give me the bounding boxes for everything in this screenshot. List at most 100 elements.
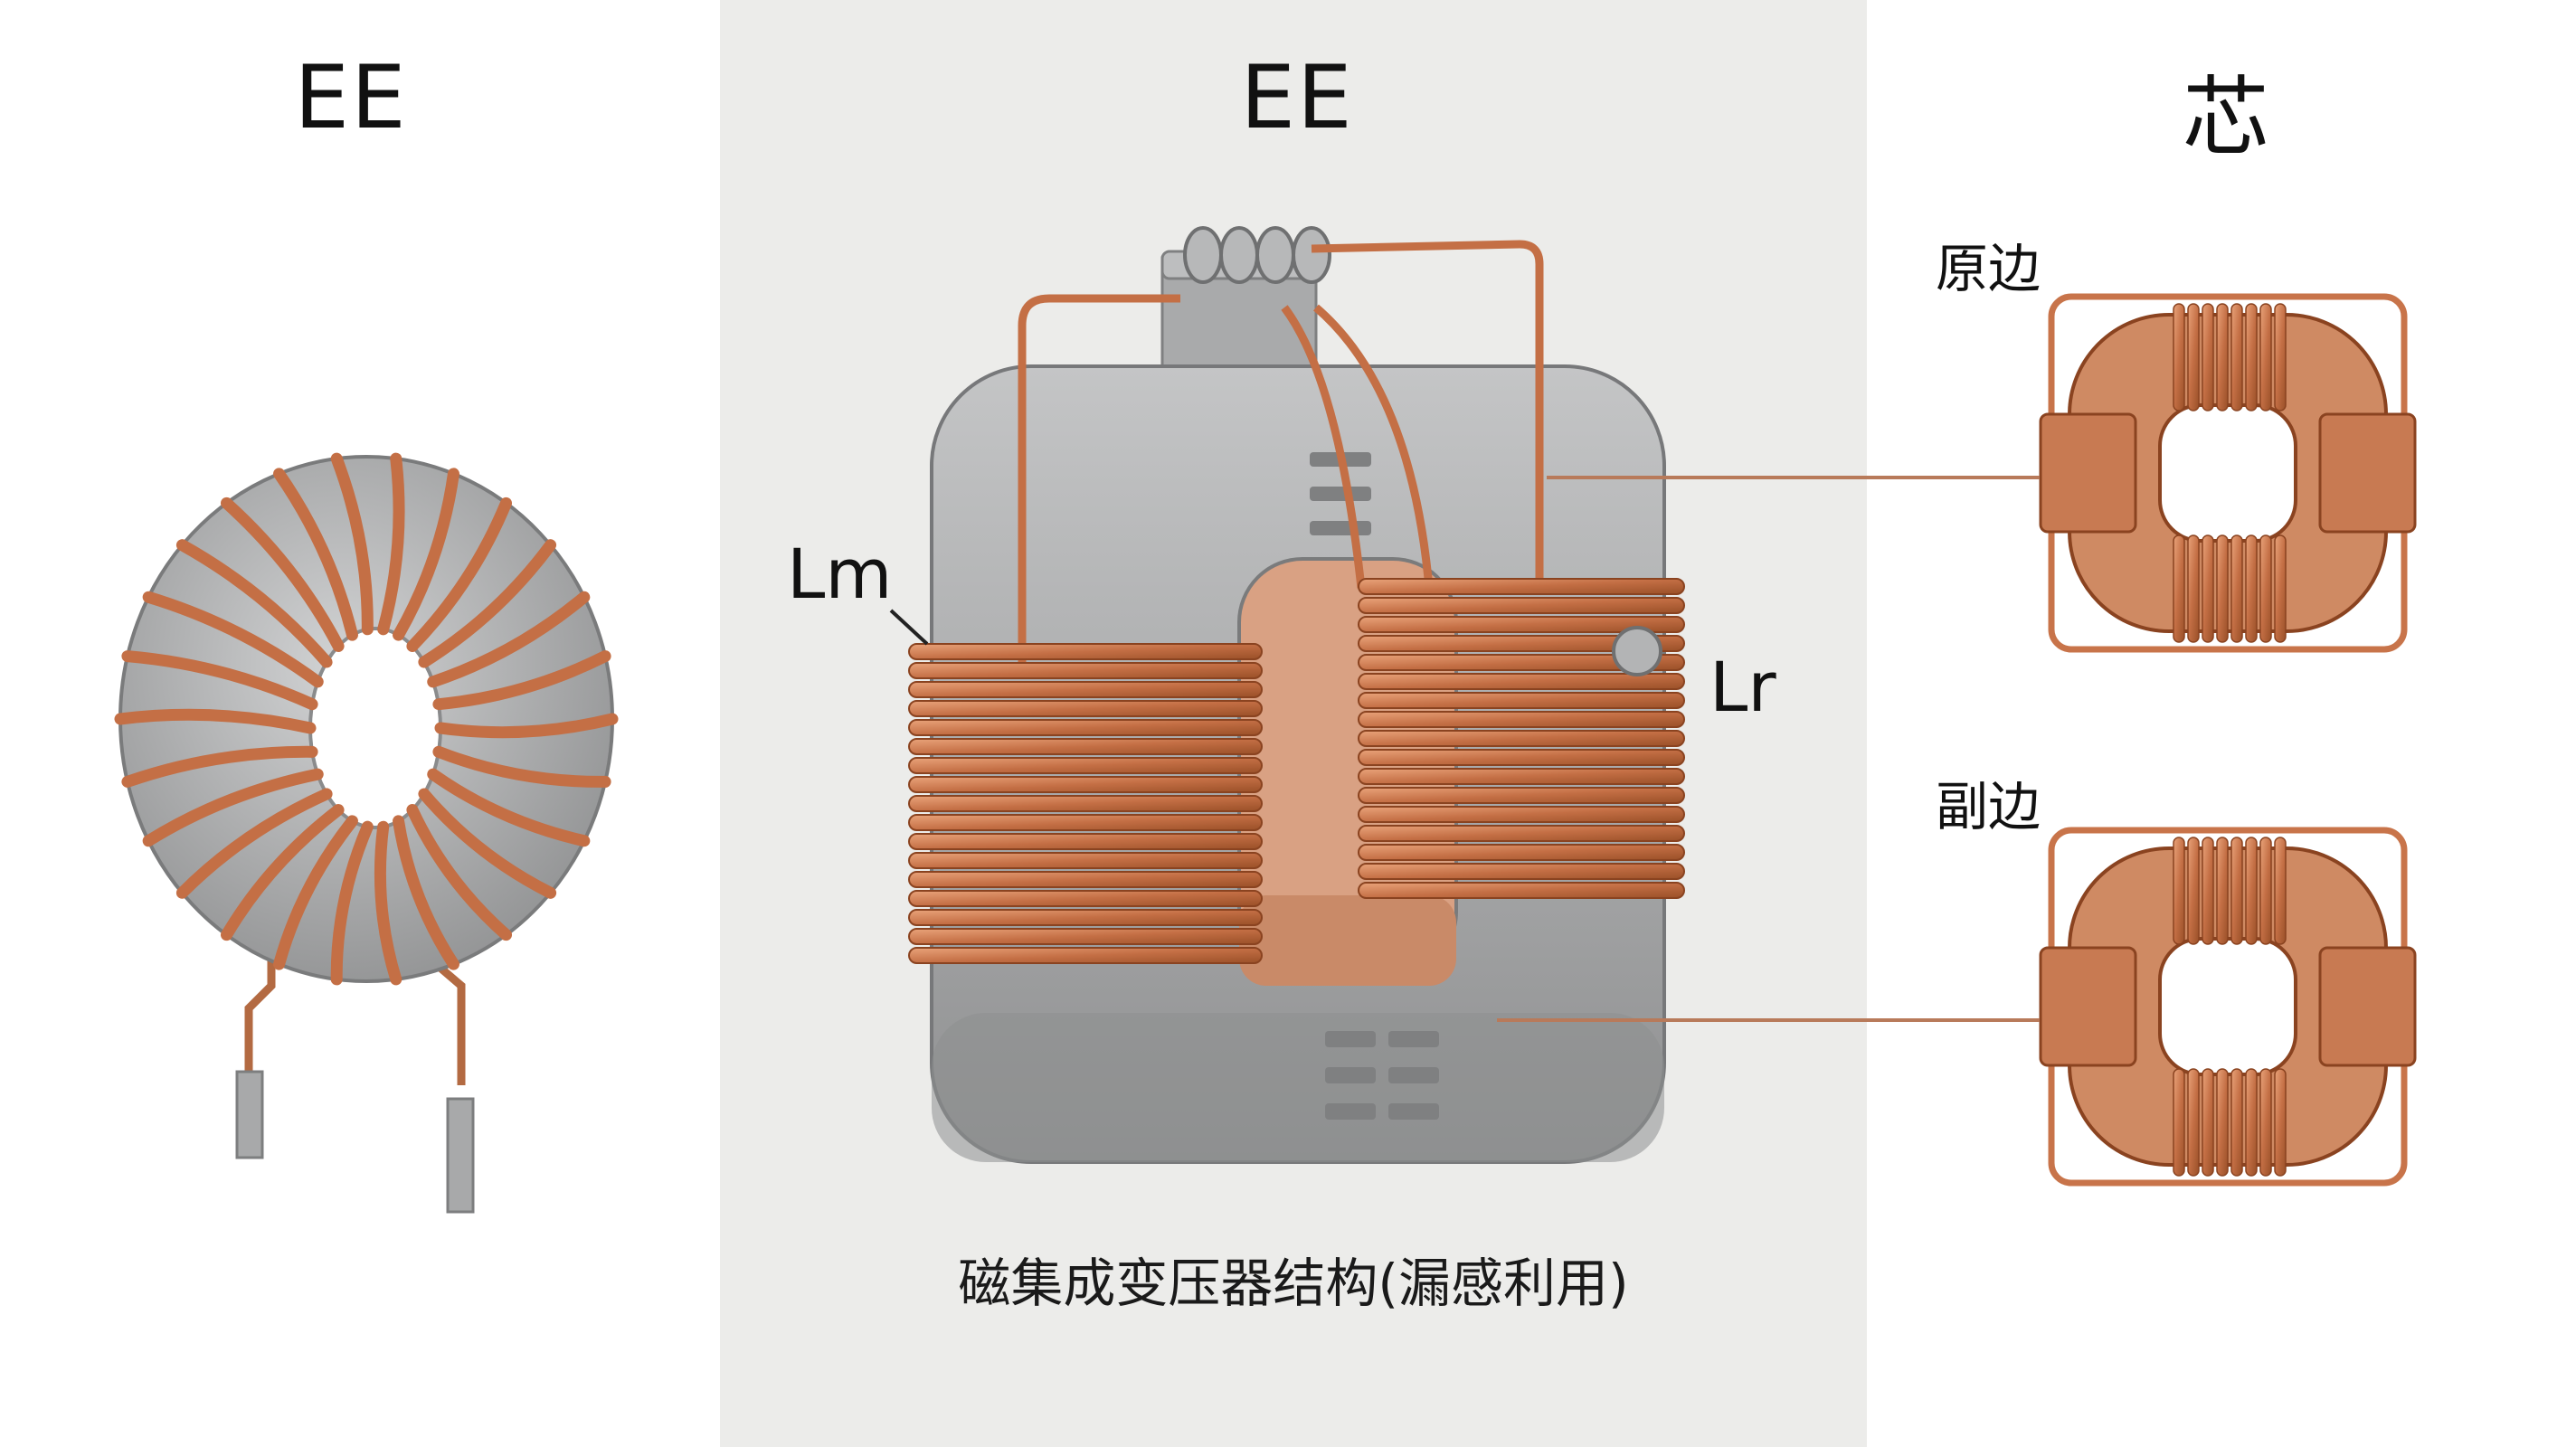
winding-turn [908, 681, 1263, 698]
core-turn-top [2202, 837, 2214, 945]
toroid-turn [393, 815, 459, 970]
winding-turn [908, 700, 1263, 717]
top-coil-turn [1255, 226, 1295, 284]
toroid-turn [427, 591, 591, 688]
toroid-turn [220, 804, 345, 941]
frame-wire-mid-a [1281, 305, 1366, 589]
toroid-turn [330, 820, 374, 986]
toroid-turn [427, 768, 591, 847]
toroid-turn [273, 468, 358, 641]
core-turn-bottom [2245, 534, 2258, 643]
winding-turn [908, 738, 1263, 755]
core-turn-top [2230, 303, 2243, 411]
winding-turn [908, 852, 1263, 869]
lm-label: Lm [787, 534, 893, 614]
winding-turn [1358, 692, 1685, 709]
core-turn-bottom [2173, 1068, 2185, 1177]
winding-turn [908, 909, 1263, 926]
toroid-pin-right [446, 1097, 475, 1214]
toroid-turn [406, 497, 513, 652]
winding-turn [1358, 882, 1685, 899]
winding-turn [1358, 749, 1685, 766]
secondary-core [2039, 827, 2417, 1187]
core-turn-top [2216, 303, 2229, 411]
winding-turn [1358, 711, 1685, 728]
core-turn-top [2230, 837, 2243, 945]
toroid-turn [377, 452, 405, 636]
core-turn-top [2187, 837, 2200, 945]
winding-turn [1358, 616, 1685, 633]
core-turn-bottom [2259, 1068, 2272, 1177]
core-turn-bottom [2274, 534, 2287, 643]
square-core-hole [2158, 403, 2297, 543]
transformer-core-side [932, 1013, 1664, 1162]
core-turn-top [2259, 837, 2272, 945]
square-core-hole [2158, 937, 2297, 1076]
winding-turn [908, 890, 1263, 907]
core-clamp-left [2039, 412, 2137, 534]
toroid-turn [175, 788, 333, 899]
core-turn-top [2274, 303, 2287, 411]
winding-turn [908, 776, 1263, 793]
top-coil-turn [1292, 226, 1331, 284]
winding-turn [1358, 787, 1685, 804]
core-turn-bottom [2216, 534, 2229, 643]
core-panel [1867, 0, 2576, 1447]
frame-wire-right [1311, 240, 1544, 592]
winding-turn [1358, 844, 1685, 861]
core-turn-bottom [2245, 1068, 2258, 1177]
core-turn-top [2274, 837, 2287, 945]
winding-turn [1358, 635, 1685, 652]
primary-core [2039, 293, 2417, 653]
toroid-turn [175, 539, 333, 668]
left-panel-title: EE [294, 47, 408, 148]
core-turn-bottom [2216, 1068, 2229, 1177]
frame-wire-left [1018, 294, 1180, 665]
core-turn-top [2216, 837, 2229, 945]
core-clamp-right [2318, 412, 2417, 534]
toroid-turn [273, 815, 358, 970]
core-turn-bottom [2187, 1068, 2200, 1177]
toroid-turn [374, 820, 402, 986]
winding-turn [1358, 597, 1685, 614]
top-small-coils [1183, 226, 1331, 284]
core-turn-top [2245, 837, 2258, 945]
core-turn-bottom [2173, 534, 2185, 643]
lm-leader-line [889, 609, 929, 646]
toroid-turn [432, 650, 611, 711]
core-window-bottom [1239, 895, 1456, 986]
toroid-turn [142, 768, 324, 847]
core-turn-top [2245, 303, 2258, 411]
winding-turn [908, 947, 1263, 964]
core-turn-bottom [2230, 1068, 2243, 1177]
winding-turn [908, 928, 1263, 945]
toroid-pin-left [235, 1070, 264, 1159]
toroid-turn [418, 788, 557, 899]
core-turn-top [2202, 303, 2214, 411]
core-turn-bottom [2274, 1068, 2287, 1177]
middle-panel-title: EE [1240, 47, 1354, 148]
winding-turn [1358, 825, 1685, 842]
lr-label: Lr [1709, 647, 1776, 727]
primary-label: 原边 [1936, 238, 2041, 299]
toroid-inductor [114, 452, 619, 1214]
toroid-turn [393, 468, 459, 641]
toroid-turn [142, 591, 324, 688]
toroid-windings [114, 452, 619, 986]
right-winding-lr [1358, 578, 1685, 899]
winding-turn [908, 643, 1263, 660]
terminal-knob [1612, 626, 1662, 676]
winding-turn [1358, 806, 1685, 823]
right-panel-title: 芯 [2183, 67, 2271, 168]
core-turn-bottom [2202, 1068, 2214, 1177]
toroid-turn [406, 804, 513, 941]
secondary-label: 副边 [1936, 776, 2041, 837]
core-turn-bottom [2202, 534, 2214, 643]
lower-vent-slots [1325, 1031, 1439, 1120]
core-turn-top [2187, 303, 2200, 411]
toroid-turn [434, 713, 619, 739]
core-clamp-right [2318, 946, 2417, 1067]
toroid-turn [418, 539, 557, 668]
winding-turn [1358, 673, 1685, 690]
